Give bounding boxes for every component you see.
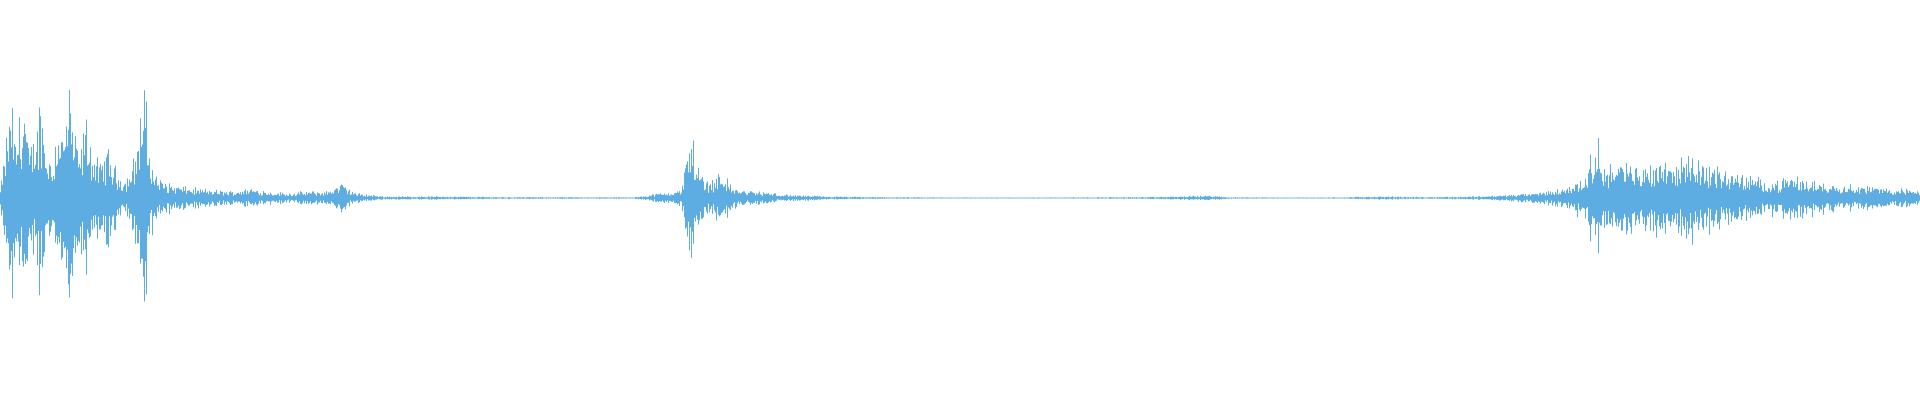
waveform-samples [0, 90, 1920, 302]
waveform-path [0, 90, 1920, 302]
